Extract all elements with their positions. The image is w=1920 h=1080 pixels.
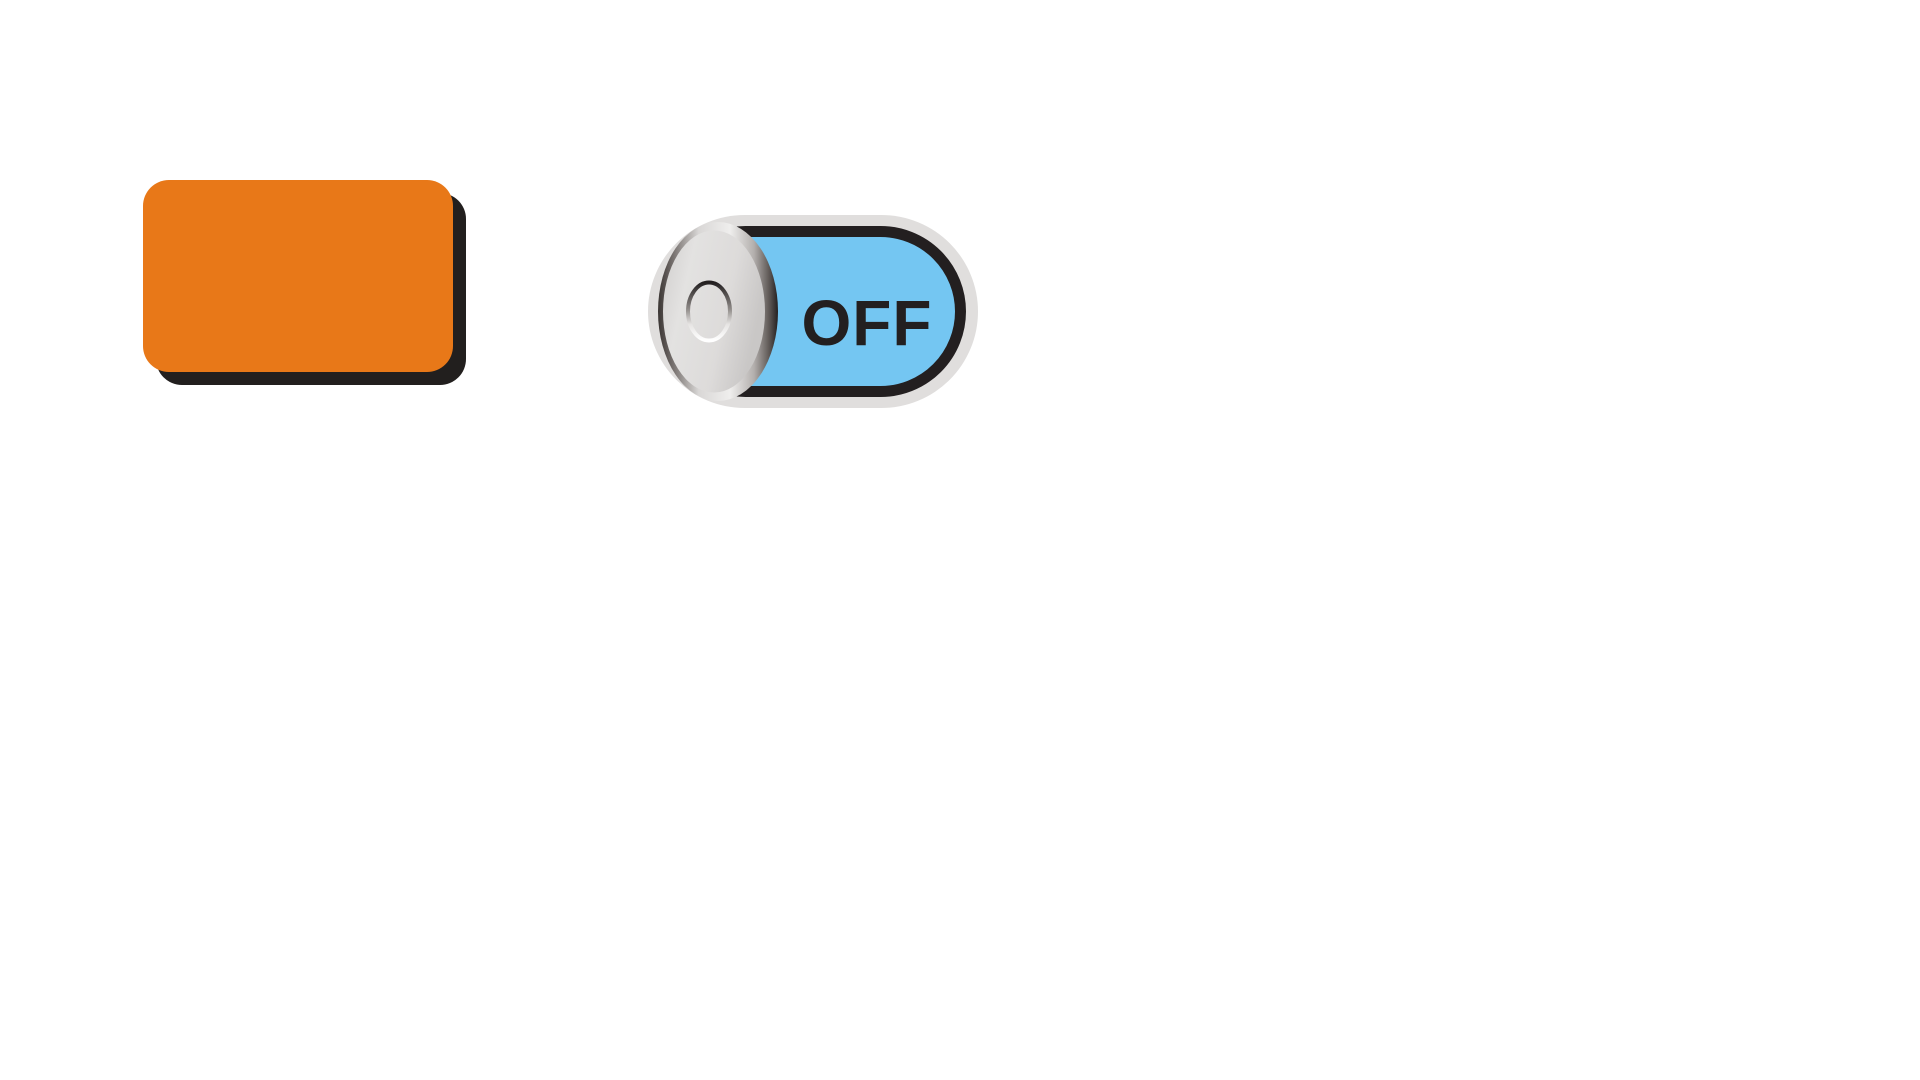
knob-face <box>663 230 765 393</box>
knob-center-hole <box>686 280 732 343</box>
toggle-state-label: OFF <box>801 286 933 359</box>
orange-button[interactable] <box>143 180 453 372</box>
toggle-switch-knob[interactable] <box>657 221 779 402</box>
orange-button-container <box>143 180 468 390</box>
toggle-switch[interactable]: OFF <box>648 215 978 408</box>
